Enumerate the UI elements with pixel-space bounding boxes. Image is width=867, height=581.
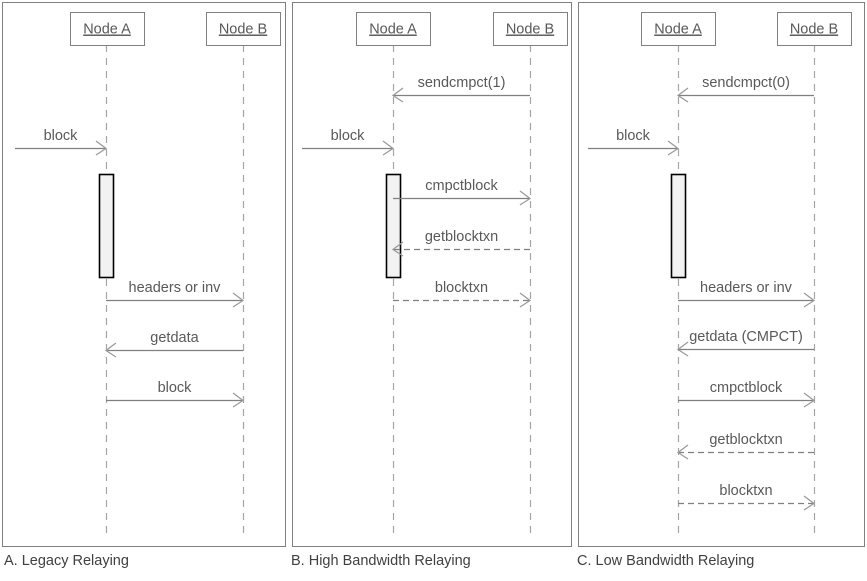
message-label: headers or inv <box>700 280 793 296</box>
panel-caption: B. High Bandwidth Relaying <box>291 553 471 569</box>
message-arrowhead <box>676 341 689 357</box>
message-cmpctblock: cmpctblock <box>393 178 532 206</box>
actor-box-node-a <box>356 12 431 46</box>
message-getdata-cmpct: getdata (CMPCT) <box>676 329 814 357</box>
message-arrowhead <box>803 292 816 308</box>
message-cmpctblock: cmpctblock <box>678 380 816 408</box>
message-sendcmpct-1: sendcmpct(1) <box>391 75 530 103</box>
message-headers-or-inv: headers or inv <box>678 280 816 308</box>
message-label: blocktxn <box>719 483 772 499</box>
actor-label-node-a: Node A <box>654 22 702 38</box>
message-getdata: getdata <box>104 330 243 358</box>
message-arrowhead <box>803 495 816 511</box>
panel-c: Node A Node B sendcmpct(0) block headers or … <box>578 2 865 547</box>
message-getblocktxn: getblocktxn <box>391 229 530 257</box>
message-arrowhead <box>232 292 245 308</box>
message-arrowhead <box>232 392 245 408</box>
message-arrowhead <box>676 444 689 460</box>
panel-frame <box>292 2 572 547</box>
actor-box-node-a <box>641 12 716 46</box>
message-label: headers or inv <box>129 280 222 296</box>
message-label: getdata <box>150 330 199 346</box>
panel-caption: A. Legacy Relaying <box>4 553 129 569</box>
panel-frame <box>2 2 286 547</box>
actor-label-node-b: Node B <box>219 22 267 38</box>
message-arrowhead <box>676 87 689 103</box>
actor-box-node-a <box>70 12 145 46</box>
message-label: getblocktxn <box>425 229 498 245</box>
message-arrowhead <box>104 342 117 358</box>
message-label: cmpctblock <box>710 380 783 396</box>
message-arrowhead <box>382 140 395 156</box>
panel-b: Node A Node B sendcmpct(1) block cmpctblock g… <box>292 2 572 547</box>
activation-bar <box>98 173 115 279</box>
actor-label-node-a: Node A <box>369 22 417 38</box>
message-getblocktxn: getblocktxn <box>676 432 814 460</box>
message-arrowhead <box>667 140 680 156</box>
actor-box-node-b <box>777 12 852 46</box>
message-label: block <box>158 380 193 396</box>
actor-box-node-b <box>206 12 281 46</box>
message-block: block <box>15 128 108 156</box>
message-label: block <box>616 128 651 144</box>
message-block: block <box>302 128 395 156</box>
message-arrowhead <box>391 241 404 257</box>
message-label: getblocktxn <box>709 432 782 448</box>
panel-a: Node A Node B block headers or inv getdata bl… <box>2 2 286 547</box>
actor-label-node-b: Node B <box>790 22 838 38</box>
activation-bar <box>670 173 687 279</box>
message-label: getdata (CMPCT) <box>689 329 803 345</box>
message-label: block <box>331 128 366 144</box>
message-arrowhead <box>95 140 108 156</box>
message-block: block <box>588 128 680 156</box>
message-label: block <box>44 128 79 144</box>
message-headers-or-inv: headers or inv <box>106 280 245 308</box>
message-arrowhead <box>519 292 532 308</box>
message-arrowhead <box>803 392 816 408</box>
panel-caption: C. Low Bandwidth Relaying <box>577 553 755 569</box>
message-arrowhead <box>519 190 532 206</box>
message-sendcmpct-0: sendcmpct(0) <box>676 75 814 103</box>
message-arrowhead <box>391 87 404 103</box>
panel-frame <box>578 2 865 547</box>
message-label: sendcmpct(1) <box>418 75 506 91</box>
message-label: blocktxn <box>435 280 488 296</box>
message-label: cmpctblock <box>425 178 498 194</box>
message-blocktxn: blocktxn <box>678 483 816 511</box>
message-blocktxn: blocktxn <box>393 280 532 308</box>
message-block: block <box>106 380 245 408</box>
activation-bar <box>385 173 402 279</box>
actor-label-node-a: Node A <box>83 22 131 38</box>
message-label: sendcmpct(0) <box>702 75 790 91</box>
actor-box-node-b <box>493 12 568 46</box>
actor-label-node-b: Node B <box>506 22 554 38</box>
